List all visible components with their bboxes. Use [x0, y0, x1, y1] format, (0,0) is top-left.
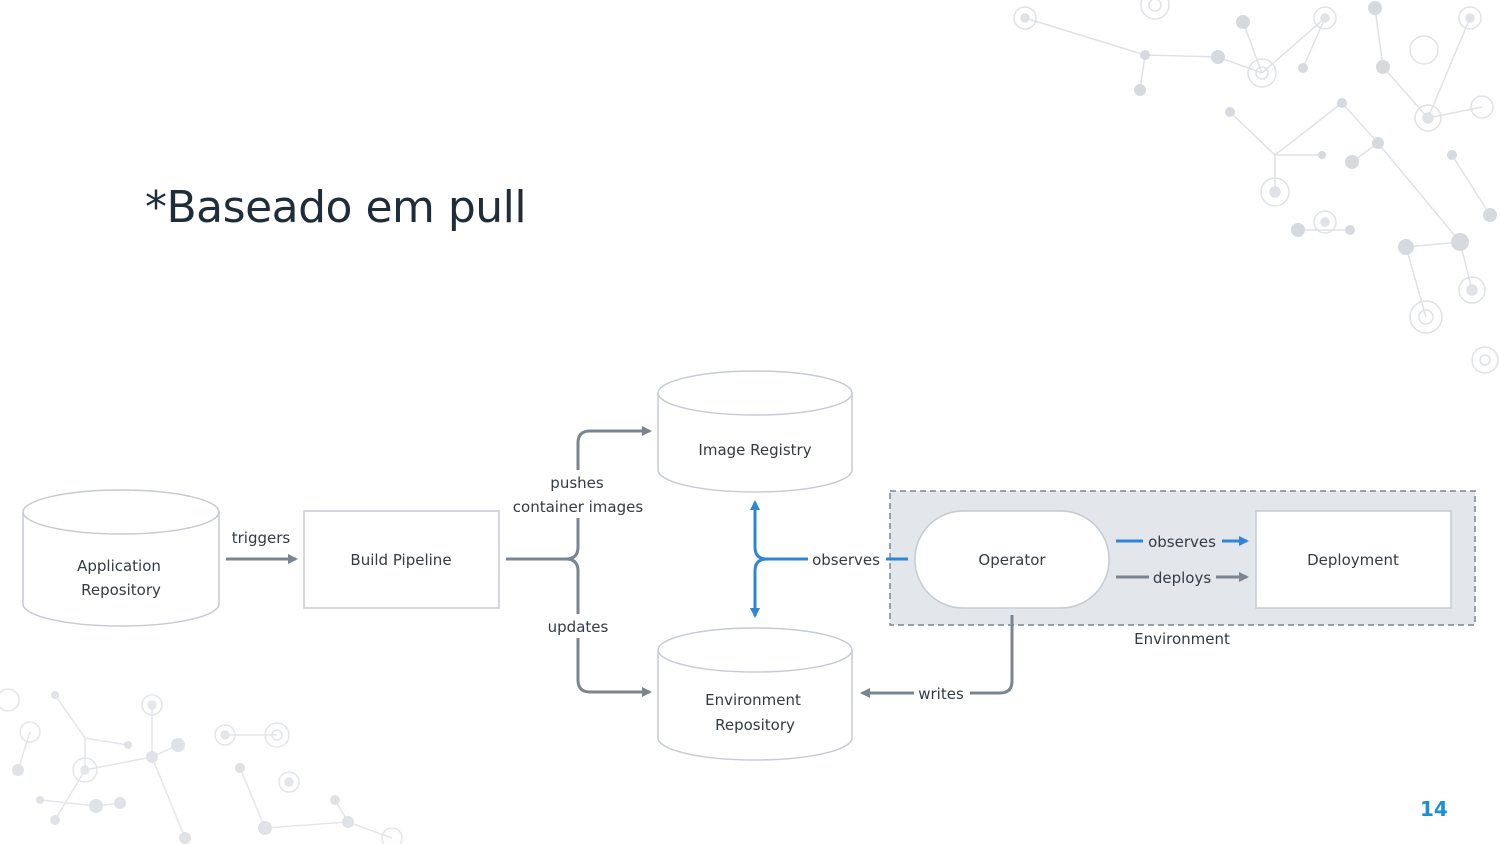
application-repository-node: Application Repository	[22, 489, 220, 627]
triggers-label: triggers	[232, 529, 291, 547]
deploys-label: deploys	[1153, 569, 1211, 587]
environment-repository-label-2: Repository	[715, 716, 795, 734]
operator-node	[914, 510, 1110, 609]
container-images-label: container images	[513, 498, 644, 516]
build-pipeline-label: Build Pipeline	[350, 551, 451, 569]
build-pipeline-node	[303, 510, 500, 609]
deployment-node	[1255, 510, 1452, 609]
image-registry-node: Image Registry	[657, 370, 853, 493]
updates-label: updates	[548, 618, 609, 636]
application-repository-label-2: Repository	[81, 581, 161, 599]
image-registry-label: Image Registry	[698, 441, 811, 459]
environment-repository-label-1: Environment	[705, 691, 801, 709]
operator-label: Operator	[978, 551, 1046, 569]
pushes-label: pushes	[550, 474, 604, 492]
deployment-label: Deployment	[1307, 551, 1399, 569]
page-number: 14	[1420, 797, 1448, 821]
application-repository-label-1: Application	[77, 557, 161, 575]
environment-group-label: Environment	[1134, 630, 1230, 648]
writes-label: writes	[918, 685, 964, 703]
observes-right-label: observes	[1148, 533, 1216, 551]
environment-repository-node: Environment Repository	[657, 627, 853, 761]
slide-title: *Baseado em pull	[145, 182, 527, 233]
observes-left-label: observes	[812, 551, 880, 569]
